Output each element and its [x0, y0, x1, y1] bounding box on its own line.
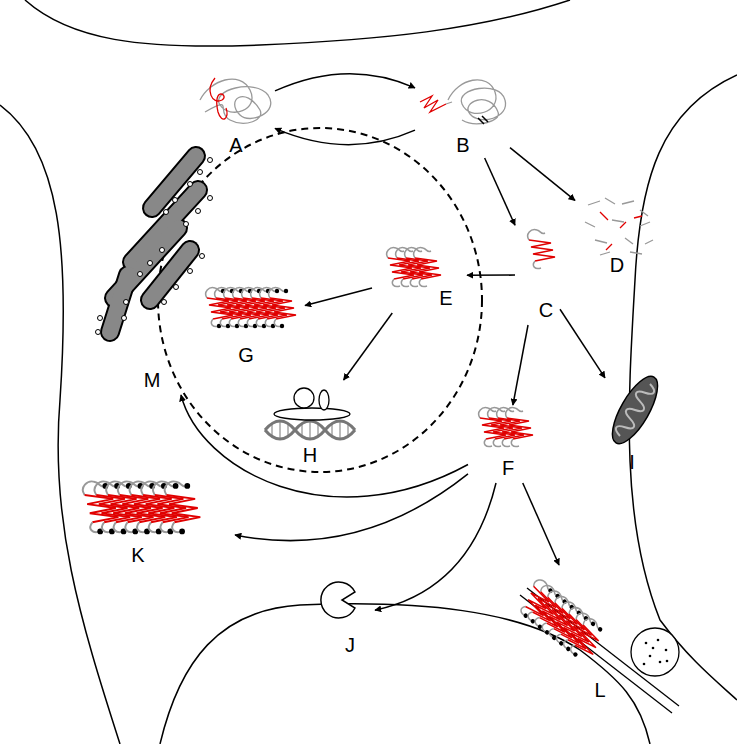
labeled-structure: J — [320, 575, 375, 657]
callout-letter: M — [144, 370, 161, 390]
labeled-structure: B — [415, 60, 510, 158]
callout-letter: F — [502, 458, 514, 478]
arrow — [523, 483, 559, 565]
callout-letter: A — [229, 135, 242, 155]
callout-letter: I — [629, 452, 635, 472]
arrow — [485, 158, 515, 225]
arrow — [275, 128, 415, 144]
arrow — [305, 288, 372, 306]
arrow — [375, 483, 496, 610]
labeled-structure: I — [605, 372, 665, 475]
labeled-structure: A — [190, 60, 275, 160]
labeled-structure: M — [95, 150, 205, 395]
labeled-structure: E — [372, 238, 467, 313]
arrow — [235, 474, 468, 541]
callout-letter: D — [610, 255, 624, 275]
arrow — [560, 309, 605, 378]
labeled-structure: K — [70, 470, 235, 567]
callout-letter: B — [456, 135, 469, 155]
arrow — [181, 395, 468, 497]
arrow — [467, 274, 515, 276]
labeled-structure: L — [515, 565, 665, 705]
callout-letter: K — [131, 545, 144, 565]
callout-letter: E — [439, 288, 452, 308]
labeled-structure: G — [195, 270, 305, 370]
callout-letter: H — [303, 445, 317, 465]
arrow — [344, 313, 393, 380]
labeled-structure: D — [575, 190, 660, 280]
labeled-structure: H — [262, 380, 362, 467]
labeled-structure: C — [515, 225, 560, 325]
callout-letter: C — [539, 300, 553, 320]
callout-letter: J — [345, 635, 355, 655]
arrow — [510, 148, 575, 201]
arrow — [275, 74, 415, 91]
labeled-structure: F — [468, 405, 543, 483]
arrow — [513, 325, 528, 405]
callout-letter: G — [238, 345, 254, 365]
callout-letter: L — [594, 680, 605, 700]
